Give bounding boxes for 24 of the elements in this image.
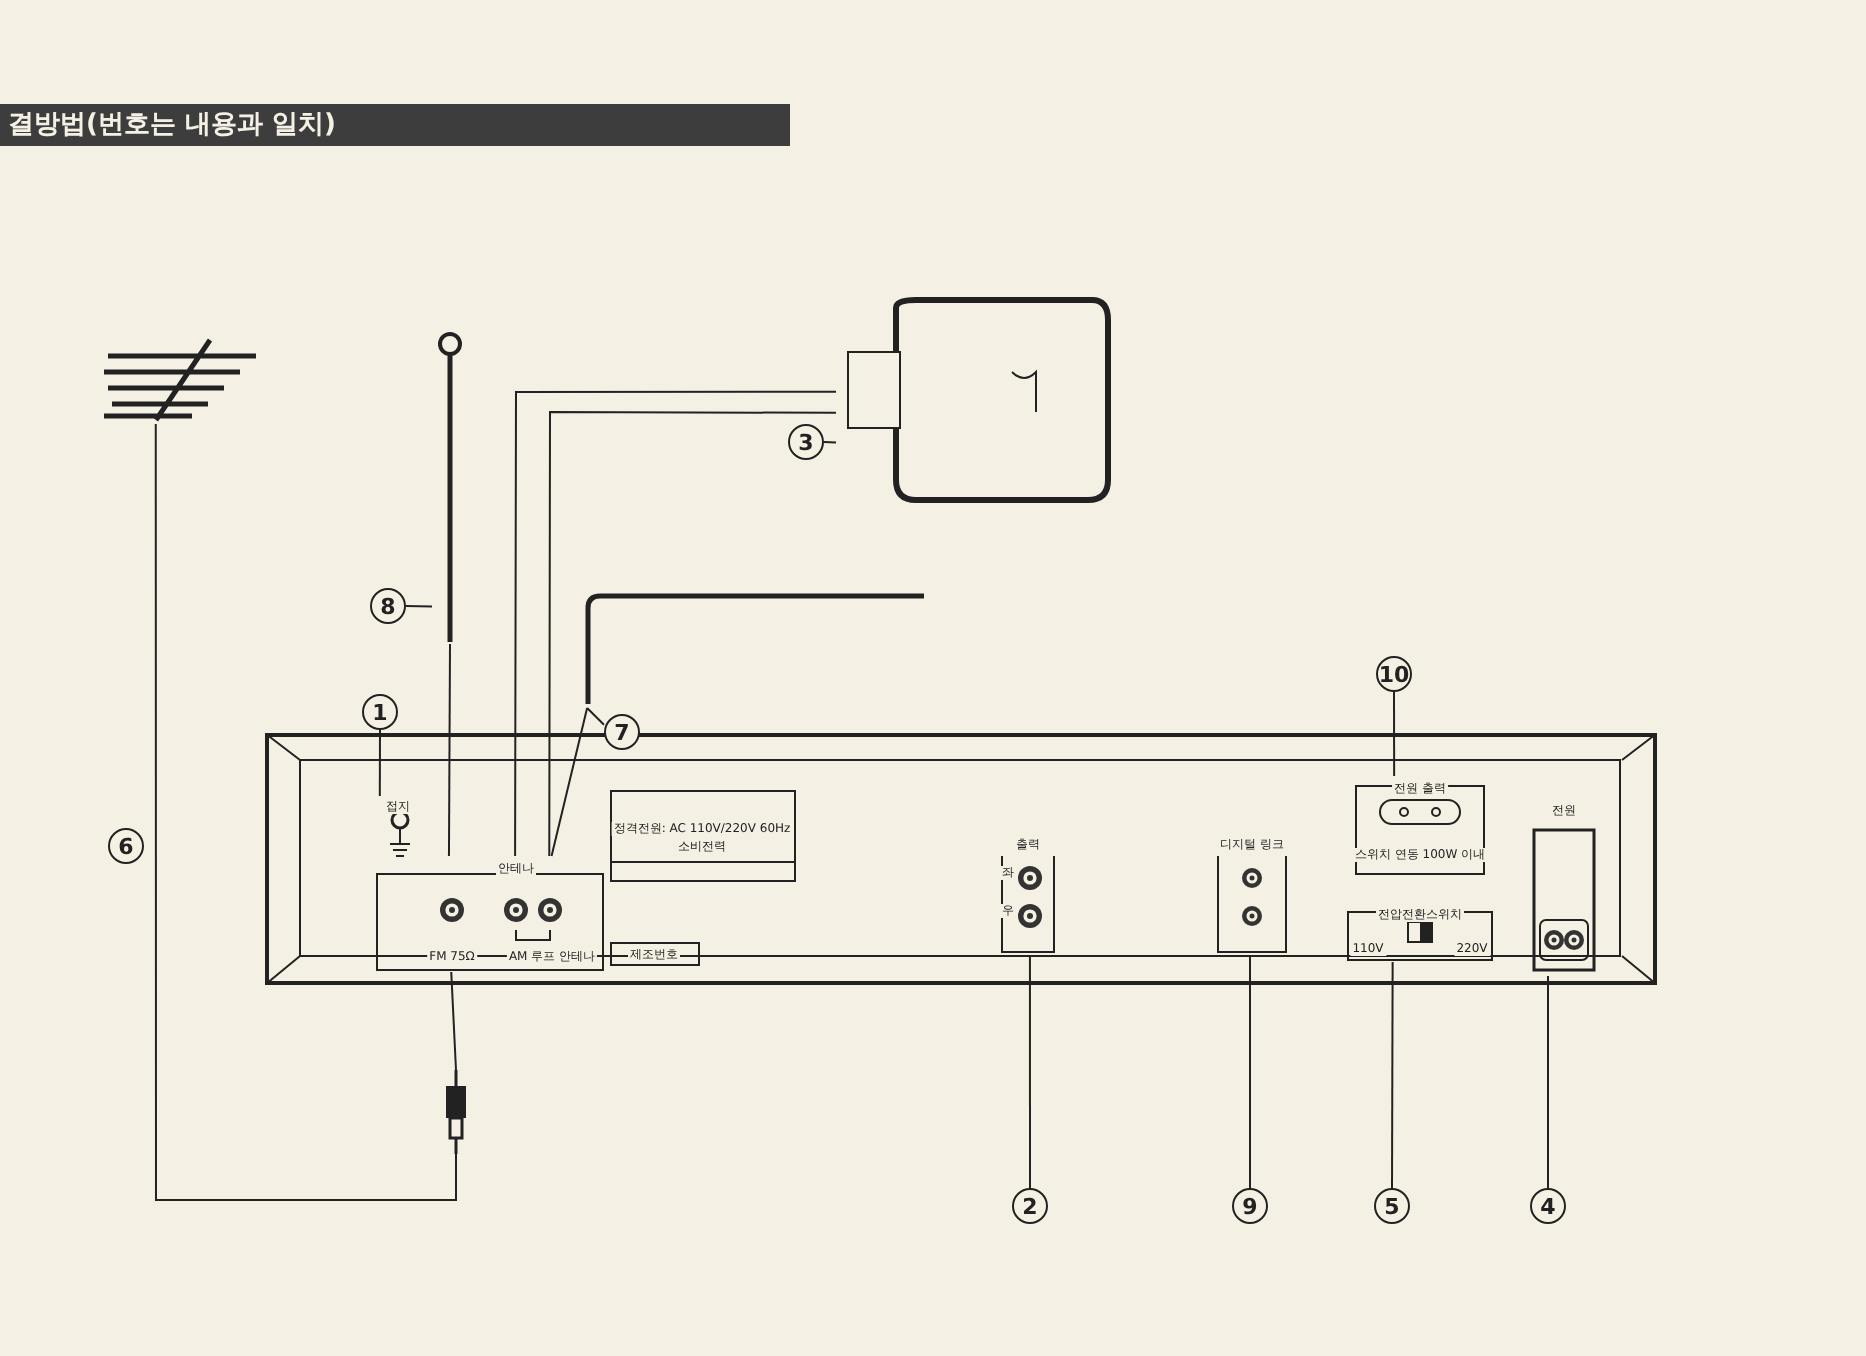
leader-line [823,441,837,444]
heading-bar: 결방법(번호는 내용과 일치) [0,104,790,146]
leader-line [405,605,433,608]
connection-cable [154,423,457,1201]
leader-line [378,729,381,797]
callout-number: 5 [1374,1188,1410,1224]
leader-line [1393,691,1396,777]
leader-line [586,707,605,726]
leader-line [1249,955,1251,1189]
callout-number: 10 [1376,656,1412,692]
callout-number: 8 [370,588,406,624]
leader-line [1547,975,1549,1189]
connection-cable [450,971,457,1071]
callout-number: 9 [1232,1188,1268,1224]
callout-number: 7 [604,714,640,750]
callout-number: 2 [1012,1188,1048,1224]
callout-number: 3 [788,424,824,460]
callout-number: 4 [1530,1188,1566,1224]
connection-cable [550,707,589,857]
callout-number: 6 [108,828,144,864]
leader-line [1391,961,1394,1189]
connection-cable [447,643,451,857]
callout-number: 1 [362,694,398,730]
leader-line [1028,955,1031,1189]
